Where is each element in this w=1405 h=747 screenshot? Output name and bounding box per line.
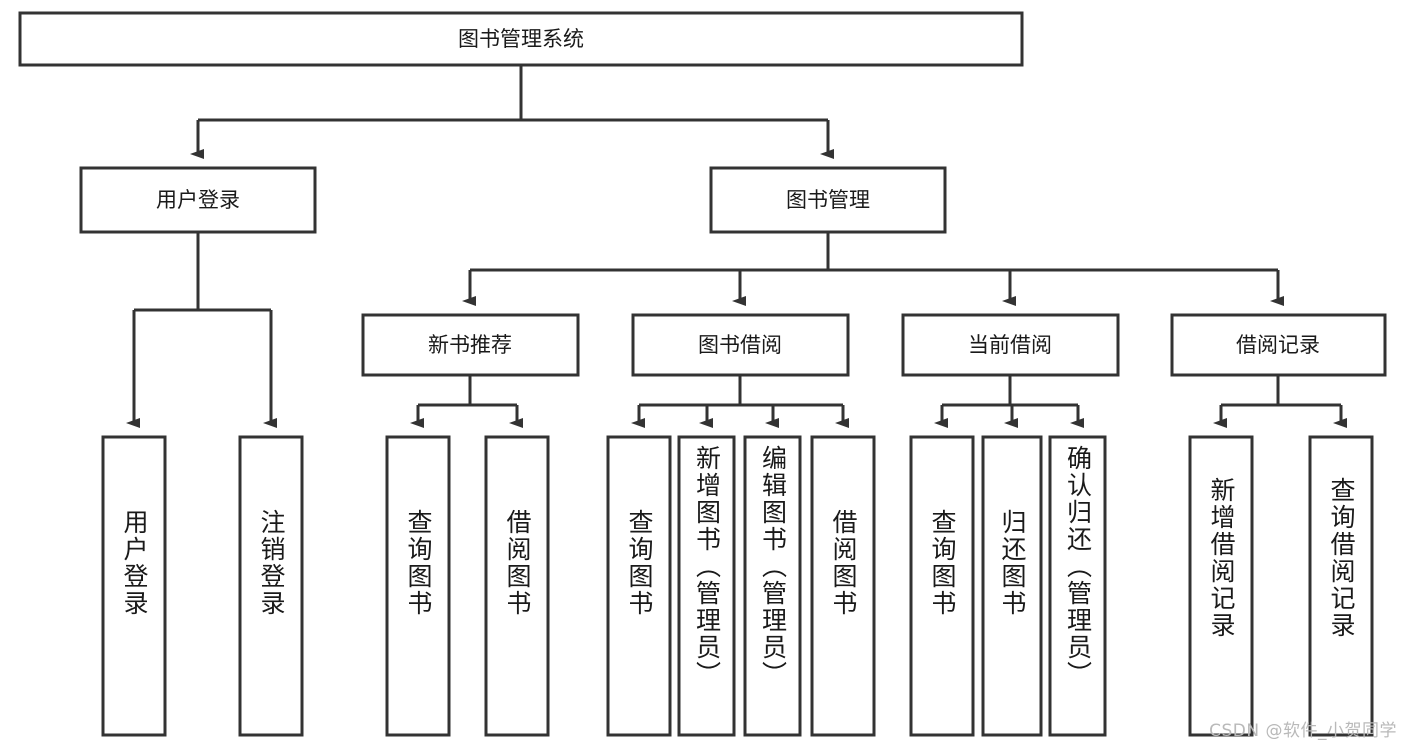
node-leaf-user-login-box[interactable]: [101, 435, 167, 737]
node-user-login[interactable]: 用户登录: [79, 166, 317, 234]
csdn-watermark: CSDN @软件_小贺同学: [1209, 721, 1397, 741]
node-user-login-label: 用户登录: [156, 188, 240, 212]
node-new-book-recommend-label: 新书推荐: [428, 333, 512, 357]
node-current-borrow-label: 当前借阅: [968, 333, 1052, 357]
node-root-box: [18, 11, 1024, 67]
leaf-box-group: [101, 435, 1374, 737]
node-leaf-query-book-2-box[interactable]: [606, 435, 672, 737]
node-borrow-record-label: 借阅记录: [1236, 333, 1320, 357]
node-book-borrow[interactable]: 图书借阅: [631, 313, 850, 377]
node-new-book-recommend[interactable]: 新书推荐: [361, 313, 580, 377]
node-root-label: 图书管理系统: [458, 27, 584, 51]
node-leaf-borrow-book-1-box[interactable]: [484, 435, 550, 737]
node-leaf-query-book-3-box[interactable]: [909, 435, 975, 737]
node-current-borrow[interactable]: 当前借阅: [901, 313, 1120, 377]
node-leaf-query-borrow-record-box[interactable]: [1308, 435, 1374, 737]
node-leaf-return-book-box[interactable]: [981, 435, 1043, 737]
node-leaf-confirm-return-admin-box[interactable]: [1048, 435, 1107, 737]
connector-group: [126, 65, 1347, 428]
node-book-borrow-box: [631, 313, 850, 377]
node-leaf-query-book-1-box[interactable]: [385, 435, 451, 737]
node-leaf-edit-book-admin-box[interactable]: [743, 435, 802, 737]
node-new-book-recommend-box: [361, 313, 580, 377]
node-book-manage[interactable]: 图书管理: [709, 166, 947, 234]
node-root[interactable]: 图书管理系统: [18, 11, 1024, 67]
node-user-login-box: [79, 166, 317, 234]
node-leaf-add-book-admin-box[interactable]: [677, 435, 736, 737]
node-borrow-record-box: [1170, 313, 1387, 377]
node-book-manage-label: 图书管理: [786, 188, 870, 212]
node-leaf-borrow-book-2-box[interactable]: [810, 435, 876, 737]
node-borrow-record[interactable]: 借阅记录: [1170, 313, 1387, 377]
node-leaf-logout-box[interactable]: [238, 435, 304, 737]
node-book-borrow-label: 图书借阅: [698, 333, 782, 357]
node-leaf-add-borrow-record-box[interactable]: [1188, 435, 1254, 737]
node-current-borrow-box: [901, 313, 1120, 377]
node-book-manage-box: [709, 166, 947, 234]
